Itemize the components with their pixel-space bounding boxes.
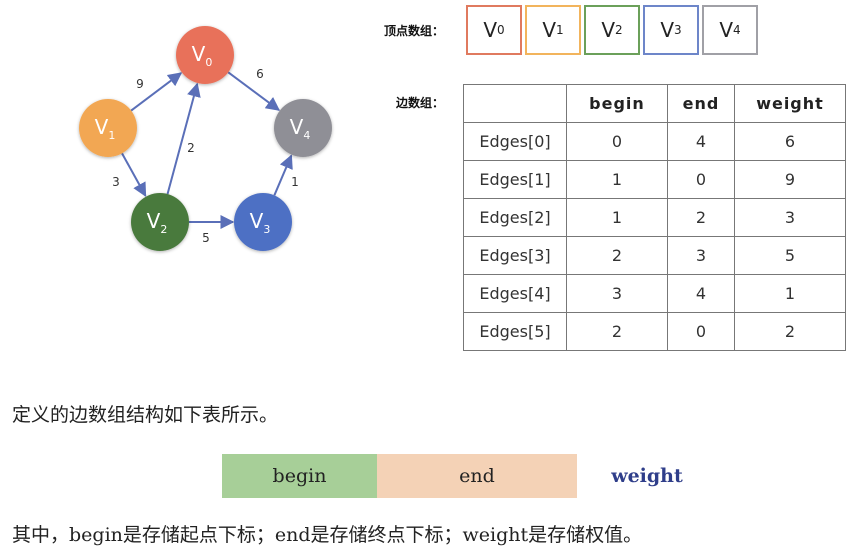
node-circle: [131, 193, 189, 251]
table-cell: 6: [734, 122, 846, 161]
table-cell: 0: [566, 122, 668, 161]
table-cell: 0: [667, 160, 735, 199]
table-cell: Edges[5]: [463, 312, 567, 351]
node-circle: [234, 193, 292, 251]
edge-struct: begin end weight: [222, 454, 717, 498]
table-cell: 2: [734, 312, 846, 351]
table-cell: 1: [566, 160, 668, 199]
table-cell: 5: [734, 236, 846, 275]
edge-V1-V0: [130, 72, 183, 112]
edge-V3-V4: [273, 154, 293, 196]
edge-weight-label: 9: [136, 77, 144, 91]
node-label: V2: [147, 209, 168, 236]
node-label: V4: [290, 115, 311, 142]
vertex-array-caption: 顶点数组：: [384, 24, 445, 38]
column-header: weight: [734, 84, 846, 123]
table-cell: 4: [667, 122, 735, 161]
table-cell: 2: [566, 236, 668, 275]
column-header: end: [667, 84, 735, 123]
edge-weight-label: 1: [291, 175, 299, 189]
edge-V2-V0: [166, 82, 201, 195]
edge-V0-V4: [227, 71, 281, 111]
node-circle: [274, 99, 332, 157]
table-cell: Edges[4]: [463, 274, 567, 313]
edge-weight-label: 3: [112, 175, 120, 189]
table-cell: 0: [667, 312, 735, 351]
struct-weight-field: weight: [611, 465, 683, 487]
node-circle: [79, 99, 137, 157]
table-cell: Edges[2]: [463, 198, 567, 237]
node-v4: V4: [274, 99, 332, 157]
table-cell: 1: [566, 198, 668, 237]
table-cell: 9: [734, 160, 846, 199]
table-cell: 2: [566, 312, 668, 351]
node-label: V3: [250, 209, 271, 236]
edge-array-caption: 边数组：: [396, 96, 445, 110]
edge-V1-V2: [121, 152, 147, 197]
node-v1: V1: [79, 99, 137, 157]
node-v0: V0: [176, 26, 234, 84]
table-cell: 2: [667, 198, 735, 237]
node-label: V0: [192, 42, 213, 69]
column-header: begin: [566, 84, 668, 123]
table-cell: 1: [734, 274, 846, 313]
table-cell: 3: [734, 198, 846, 237]
explanation-note: 其中，begin是存储起点下标；end是存储终点下标；weight是存储权值。: [12, 524, 643, 546]
edge-weight-label: 2: [187, 141, 195, 155]
node-label: V1: [95, 115, 116, 142]
column-header: [463, 84, 567, 123]
edge-layer: 9 6 2 3 5 1: [112, 67, 299, 245]
struct-begin-field: begin: [222, 454, 377, 498]
definition-sentence: 定义的边数组结构如下表所示。: [12, 404, 279, 426]
table-cell: Edges[3]: [463, 236, 567, 275]
table-cell: Edges[1]: [463, 160, 567, 199]
table-cell: 3: [667, 236, 735, 275]
node-v2: V2: [131, 193, 189, 251]
edge-weight-label: 5: [202, 231, 210, 245]
node-circle: [176, 26, 234, 84]
struct-end-field: end: [377, 454, 577, 498]
edge-weight-label: 6: [256, 67, 264, 81]
table-cell: Edges[0]: [463, 122, 567, 161]
node-v3: V3: [234, 193, 292, 251]
table-cell: 4: [667, 274, 735, 313]
table-cell: 3: [566, 274, 668, 313]
